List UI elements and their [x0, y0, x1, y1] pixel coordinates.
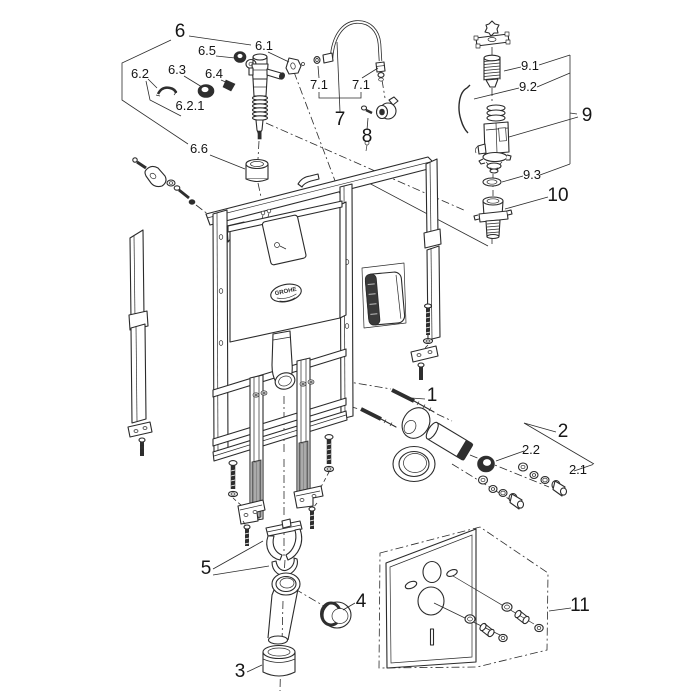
anchor-bolt	[308, 506, 316, 512]
bolt-icon	[228, 460, 238, 466]
retaining-clip	[156, 86, 178, 95]
cistern: GROHE	[227, 200, 347, 390]
protection-cap	[245, 158, 269, 183]
insulation-screw-set	[464, 614, 508, 643]
part-label-6-2: 6.2	[131, 66, 149, 81]
part-label-6-5: 6.5	[198, 43, 216, 58]
sound-insulation-set	[378, 526, 549, 669]
inlet-flange	[285, 57, 305, 75]
wall-rail-right	[410, 158, 442, 380]
connection-pipe	[425, 421, 474, 461]
grommet	[222, 79, 236, 92]
part-label-1: 1	[427, 385, 438, 406]
anchor-bolt	[417, 362, 425, 368]
anchor-bolt	[243, 524, 251, 530]
insulation-screw-set	[501, 602, 544, 633]
support-leg-left	[227, 374, 268, 546]
support-leg-right	[293, 357, 335, 529]
flush-seal	[482, 177, 502, 187]
anchor-bolt	[138, 437, 146, 443]
bolt-icon	[173, 185, 181, 191]
grohe-logo: GROHE	[270, 283, 302, 303]
fastener-row	[517, 462, 568, 497]
fastener-row	[477, 475, 525, 510]
part-label-7: 7	[335, 109, 346, 130]
part-label-9-1: 9.1	[521, 58, 539, 73]
part-label-5: 5	[201, 558, 212, 579]
part-label-11: 11	[570, 595, 590, 616]
part-label-6-2-1: 6.2.1	[176, 98, 205, 113]
part-label-2: 2	[558, 421, 569, 442]
flush-elbow	[267, 572, 301, 645]
valve-head	[473, 20, 511, 49]
spring	[483, 54, 501, 88]
inspection-cover	[361, 262, 407, 329]
foot-plate	[293, 485, 324, 509]
fill-valve	[248, 53, 286, 140]
wall-anchor-kit	[132, 157, 210, 216]
bolt-icon	[324, 434, 334, 440]
part-label-8: 8	[362, 126, 373, 147]
valve-body	[474, 104, 512, 174]
part-label-6-4: 6.4	[205, 66, 223, 81]
part-label-7-1-right: 7.1	[352, 77, 370, 92]
angle-valve	[360, 96, 399, 120]
part-label-2-2: 2.2	[522, 442, 540, 457]
frame-left-upright	[212, 209, 229, 455]
screw-icon	[132, 157, 138, 163]
part-label-6-3: 6.3	[168, 62, 186, 77]
flush-hose-group	[313, 20, 386, 82]
part-label-9: 9	[582, 105, 593, 126]
threaded-rods	[360, 388, 435, 428]
wc-connection-set	[392, 407, 568, 510]
screw-icon	[360, 105, 368, 111]
wall-rail-left	[127, 229, 153, 456]
part-label-3: 3	[235, 661, 246, 682]
flush-valve-group	[458, 20, 513, 240]
wire	[458, 84, 471, 134]
rail-hanger	[297, 173, 320, 188]
connector-sleeve	[320, 601, 352, 629]
part-label-6-1: 6.1	[255, 38, 273, 53]
part-label-6: 6	[175, 21, 186, 42]
part-label-7-1-left: 7.1	[310, 77, 328, 92]
part-label-6-6: 6.6	[190, 141, 208, 156]
bolt-icon	[423, 303, 433, 309]
part-label-10: 10	[547, 185, 568, 206]
rail-foot	[410, 345, 439, 363]
part-label-9-3: 9.3	[523, 167, 541, 182]
pipe-clamp	[265, 518, 303, 576]
access-panel	[261, 214, 307, 266]
part-label-9-2: 9.2	[519, 79, 537, 94]
end-cap	[262, 644, 296, 677]
callout-labels: 6 6.1 6.5 6.2 6.3 6.4 6.2.1 6.6 7.1 7.1 …	[131, 21, 595, 682]
part-label-2-1: 2.1	[569, 462, 587, 477]
outlet-fitting	[473, 196, 513, 240]
fill-valve-group	[121, 35, 305, 183]
part-label-4: 4	[356, 591, 367, 612]
logo-text: GROHE	[274, 287, 297, 297]
hose-nut	[377, 72, 385, 78]
rail-foot	[127, 421, 153, 438]
